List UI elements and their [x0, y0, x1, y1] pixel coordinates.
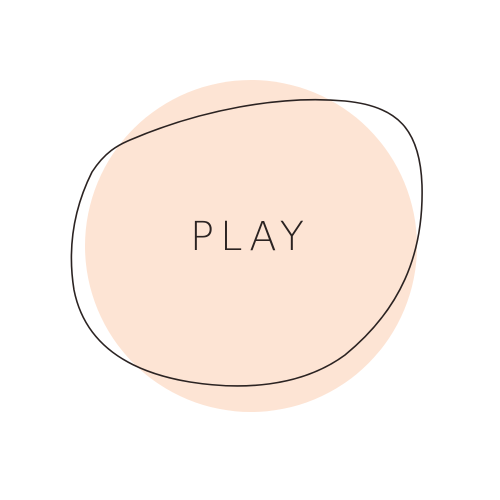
peach-circle-background [85, 80, 417, 412]
hand-drawn-outline-icon [70, 98, 423, 387]
